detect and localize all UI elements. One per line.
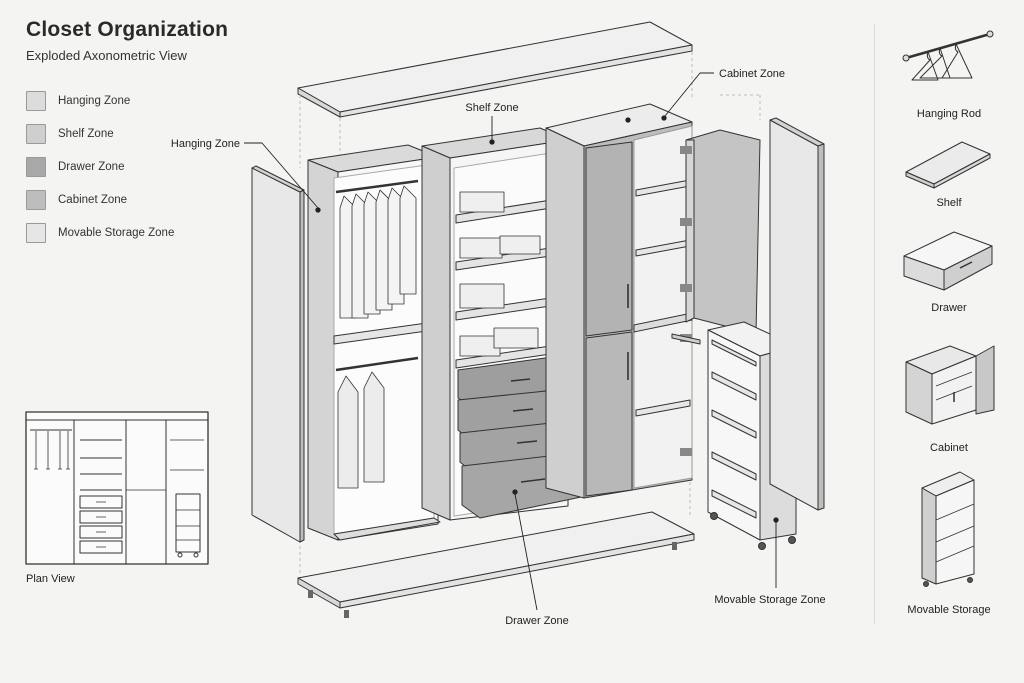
plan-view-label: Plan View <box>26 573 75 585</box>
callout-hanging-zone: Hanging Zone <box>171 138 240 150</box>
sidebar-divider <box>874 24 875 624</box>
callout-leaders <box>244 72 779 611</box>
callout-shelf-zone: Shelf Zone <box>465 102 518 114</box>
component-label-movable-storage: Movable Storage <box>907 604 990 616</box>
hanging-unit <box>307 144 441 541</box>
left-side-panel <box>251 165 305 543</box>
legend-swatch-drawer <box>26 157 46 177</box>
component-label-drawer: Drawer <box>931 302 967 314</box>
component-label-hanging-rod: Hanging Rod <box>917 108 981 120</box>
base-panel <box>297 511 695 618</box>
legend-label-shelf: Shelf Zone <box>58 128 114 140</box>
right-side-panel <box>769 117 825 511</box>
legend-item-shelf: Shelf Zone <box>26 123 174 145</box>
legend-label-drawer: Drawer Zone <box>58 161 125 173</box>
page-subtitle: Exploded Axonometric View <box>26 48 187 63</box>
callout-movable-storage-zone: Movable Storage Zone <box>714 594 825 606</box>
legend-swatch-movable <box>26 223 46 243</box>
callout-drawer-zone: Drawer Zone <box>505 615 569 627</box>
legend-label-movable: Movable Storage Zone <box>58 227 175 239</box>
shelf-icon <box>905 141 991 189</box>
legend-label-hanging: Hanging Zone <box>58 95 131 107</box>
cabinet-icon <box>905 345 995 425</box>
page-title: Closet Organization <box>26 18 229 41</box>
cabinet-unit <box>545 103 761 499</box>
callout-cabinet-zone: Cabinet Zone <box>719 68 785 80</box>
legend-swatch-hanging <box>26 91 46 111</box>
legend-item-cabinet: Cabinet Zone <box>26 189 174 211</box>
legend: Hanging Zone Shelf Zone Drawer Zone Cabi… <box>26 90 174 255</box>
movable-storage-icon <box>921 471 975 587</box>
legend-item-drawer: Drawer Zone <box>26 156 174 178</box>
legend-label-cabinet: Cabinet Zone <box>58 194 128 206</box>
top-panel <box>297 21 693 118</box>
legend-item-hanging: Hanging Zone <box>26 90 174 112</box>
drawer-icon <box>903 231 993 291</box>
legend-swatch-cabinet <box>26 190 46 210</box>
legend-swatch-shelf <box>26 124 46 144</box>
component-label-cabinet: Cabinet <box>930 442 968 454</box>
legend-item-movable: Movable Storage Zone <box>26 222 174 244</box>
component-label-shelf: Shelf <box>936 197 962 209</box>
plan-view-drawing <box>25 411 209 565</box>
hanging-rod-icon <box>902 30 994 81</box>
